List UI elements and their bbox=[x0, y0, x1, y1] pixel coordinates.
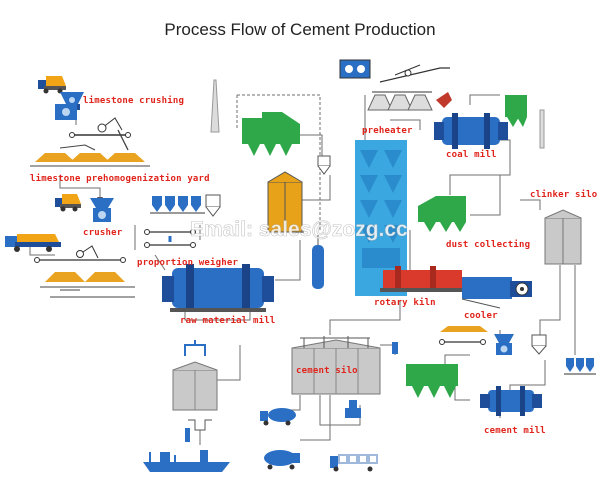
bulk-truck-icon bbox=[264, 450, 300, 470]
watermark: Email: sales@zozg.cc bbox=[190, 218, 408, 242]
page-title: Process Flow of Cement Production bbox=[164, 20, 436, 39]
crusher-icon bbox=[494, 334, 514, 355]
coal-bins bbox=[367, 91, 452, 111]
raw-material-piles bbox=[40, 272, 135, 298]
raw-meal-tank bbox=[312, 235, 324, 289]
rotary-kiln bbox=[380, 266, 465, 292]
coal-stack bbox=[539, 109, 545, 149]
chimney-stack bbox=[210, 79, 220, 133]
small-hopper bbox=[531, 334, 547, 355]
stacker-icon bbox=[69, 117, 131, 151]
coal-conveyor bbox=[379, 64, 450, 83]
homogenizing-silo bbox=[266, 171, 304, 233]
bulk-truck-icon bbox=[260, 408, 296, 426]
coal-crusher bbox=[339, 59, 371, 79]
packing-silo bbox=[172, 340, 218, 411]
label-limestone-crushing: limestone crushing bbox=[83, 96, 185, 106]
truck-icon bbox=[38, 76, 66, 94]
dust-collector bbox=[406, 364, 458, 398]
truck-icon bbox=[55, 194, 81, 212]
dust-collector bbox=[418, 196, 466, 232]
raw-material-mill bbox=[162, 264, 274, 312]
cyclone-separator bbox=[317, 155, 331, 175]
label-raw-material-mill: raw material mill bbox=[180, 316, 276, 326]
label-clinker-silo: clinker silo bbox=[530, 190, 598, 200]
truck-icon bbox=[5, 234, 61, 252]
weigher-conveyor bbox=[144, 229, 196, 248]
conveyor-icon bbox=[34, 245, 126, 263]
proportion-weigher-bins bbox=[150, 194, 221, 217]
label-prehomogenization-yard: limestone prehomogenization yard bbox=[30, 174, 210, 184]
packing-machine bbox=[345, 400, 361, 418]
bag-truck-icon bbox=[330, 454, 378, 472]
label-coal-mill: coal mill bbox=[446, 150, 497, 160]
limestone-crusher bbox=[55, 104, 77, 120]
label-preheater: preheater bbox=[362, 126, 413, 136]
clinker-silo bbox=[544, 209, 582, 265]
grate-cooler bbox=[461, 277, 532, 309]
proportion-weigher-bins bbox=[564, 358, 596, 375]
label-cooler: cooler bbox=[464, 311, 498, 321]
coal-dust-collector bbox=[505, 95, 527, 127]
cement-silo bbox=[291, 336, 381, 395]
label-cement-silo: cement silo bbox=[296, 366, 358, 376]
label-proportion-weigher: proportion weigher bbox=[137, 258, 239, 268]
small-hopper bbox=[392, 342, 398, 354]
label-crusher: crusher bbox=[83, 228, 123, 238]
dust-collector bbox=[242, 112, 300, 156]
label-rotary-kiln: rotary kiln bbox=[374, 298, 436, 308]
clinker-conveyor bbox=[439, 326, 488, 345]
label-cement-mill: cement mill bbox=[484, 426, 546, 436]
loading-tower bbox=[185, 419, 212, 442]
cement-mill bbox=[480, 386, 542, 416]
crusher-icon bbox=[90, 198, 114, 222]
label-dust-collecting: dust collecting bbox=[446, 240, 531, 250]
coal-mill bbox=[434, 113, 508, 149]
ship-icon bbox=[143, 450, 230, 472]
prehomogenization-piles bbox=[30, 144, 150, 167]
